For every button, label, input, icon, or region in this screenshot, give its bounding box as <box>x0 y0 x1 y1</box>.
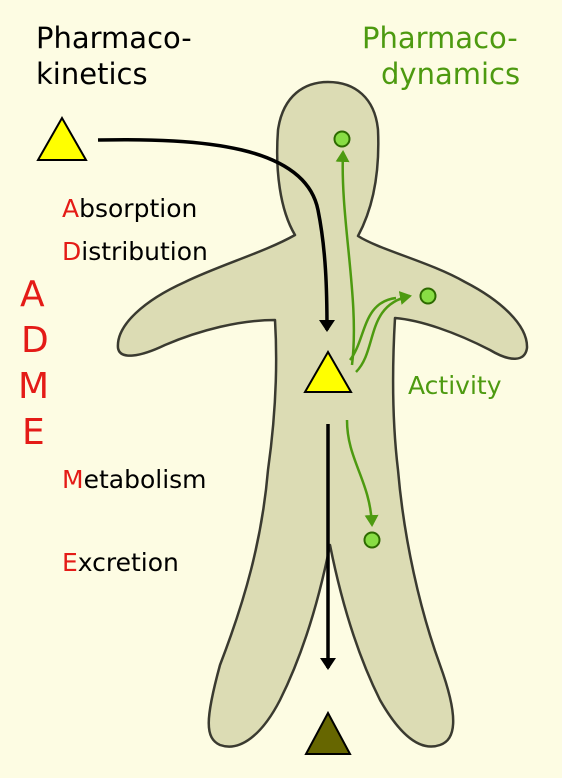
step-metabolism: Metabolism <box>62 467 207 492</box>
adme-letter-e: E <box>22 412 45 453</box>
step-excretion-initial: E <box>62 548 78 577</box>
step-excretion-rest: xcretion <box>77 548 179 577</box>
adme-letter-a: A <box>20 274 45 315</box>
receptor-dot-shoulder <box>419 287 437 305</box>
pharmacokinetics-line1: Pharmaco- <box>36 21 192 55</box>
absorption-arrow <box>97 137 335 332</box>
activity-arrow-shoulder <box>355 291 412 373</box>
activity-arrow-lower <box>345 419 379 527</box>
adme-letter-m: M <box>18 366 50 407</box>
step-absorption-initial: A <box>62 194 80 223</box>
drug-triangle-body <box>303 349 353 393</box>
metabolite-triangle <box>304 710 352 755</box>
body-silhouette <box>116 80 529 748</box>
step-distribution-rest: istribution <box>81 237 208 266</box>
step-excretion: Excretion <box>62 550 179 575</box>
step-metabolism-initial: M <box>62 465 84 494</box>
receptor-dot-head <box>333 130 351 148</box>
pharmacodynamics-line1: Pharmaco- <box>362 21 518 55</box>
activity-arrow-head <box>335 150 356 366</box>
drug-triangle-top <box>36 115 88 161</box>
pharmacodynamics-line2: dynamics <box>381 57 521 91</box>
pharmacokinetics-line2: kinetics <box>36 57 148 91</box>
step-absorption-rest: bsorption <box>79 194 198 223</box>
receptor-dot-lower <box>363 531 381 549</box>
step-distribution-initial: D <box>62 237 82 266</box>
step-absorption: Absorption <box>62 196 197 221</box>
step-metabolism-rest: etabolism <box>83 465 207 494</box>
activity-label: Activity <box>408 371 502 400</box>
activity-arrow-shoulder-2 <box>349 296 397 361</box>
step-distribution: Distribution <box>62 239 208 264</box>
adme-letter-d: D <box>21 320 49 361</box>
